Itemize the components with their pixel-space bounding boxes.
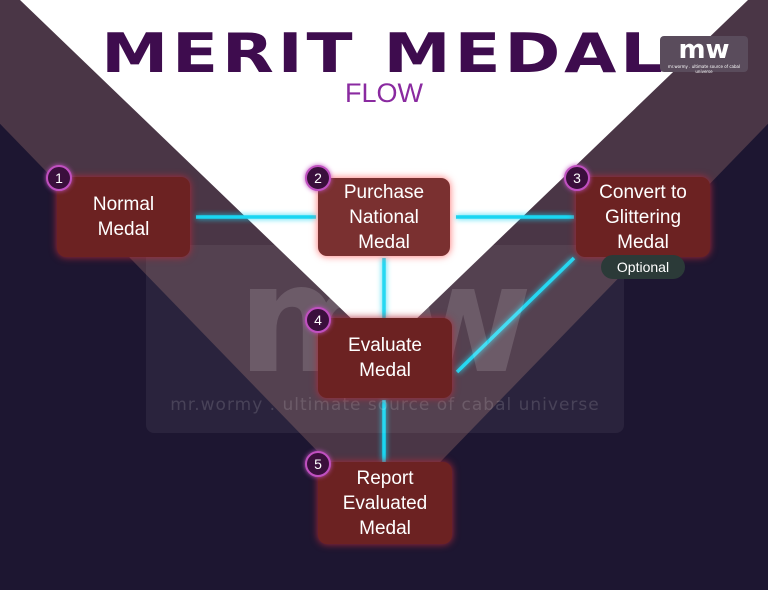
logo: mw mr.wormy . ultimate source of cabal u… <box>660 35 748 74</box>
step-number-4: 4 <box>305 307 331 333</box>
watermark-tagline: mr.wormy . ultimate source of cabal univ… <box>170 395 600 415</box>
step-label: Report Evaluated Medal <box>342 467 428 539</box>
step-number-3: 3 <box>564 165 590 191</box>
step-box-5: Report Evaluated Medal <box>318 462 452 544</box>
page-title: MERIT MEDAL <box>101 22 667 85</box>
step-label: Purchase National Medal <box>343 181 425 253</box>
step-label: Convert to Glittering Medal <box>599 181 687 253</box>
step-box-4: Evaluate Medal <box>318 318 452 398</box>
step-box-3: Convert to Glittering Medal <box>576 177 710 257</box>
optional-badge: Optional <box>601 255 685 279</box>
step-number-2: 2 <box>305 165 331 191</box>
step-number-5: 5 <box>305 451 331 477</box>
logo-mark: mw <box>678 35 730 65</box>
step-label: Evaluate Medal <box>348 335 422 381</box>
page-subtitle: FLOW <box>345 78 423 108</box>
step-box-2: Purchase National Medal <box>318 178 450 256</box>
connector-3-4 <box>455 256 576 374</box>
step-number-1: 1 <box>46 165 72 191</box>
step-label: Normal Medal <box>92 194 155 240</box>
step-box-1: Normal Medal <box>57 177 190 257</box>
logo-tagline: mr.wormy . ultimate source of cabal univ… <box>667 64 741 74</box>
white-triangle <box>20 0 748 350</box>
